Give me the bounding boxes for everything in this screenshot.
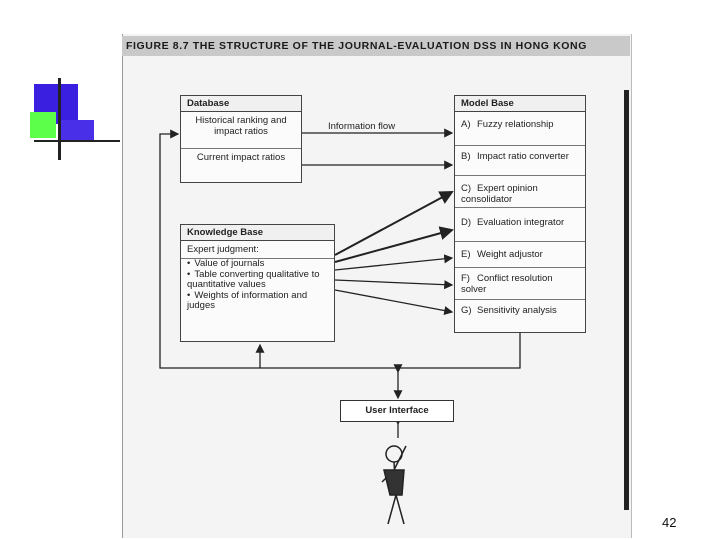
database-item-historical: Historical ranking and impact ratios xyxy=(181,112,301,149)
database-header: Database xyxy=(181,96,301,112)
model-base-box: Model Base A)Fuzzy relationship B)Impact… xyxy=(454,95,586,333)
model-item-c: C)Expert opinion consolidator xyxy=(455,180,585,208)
knowledge-base-subheader: Expert judgment: xyxy=(181,241,334,259)
model-item-d: D)Evaluation integrator xyxy=(455,214,585,242)
model-item-f: F)Conflict resolution solver xyxy=(455,270,585,300)
arrow-kb-to-f xyxy=(334,279,454,290)
kb-bullet: Value of journals xyxy=(187,258,334,270)
loop-to-database xyxy=(159,129,521,369)
database-box: Database Historical ranking and impact r… xyxy=(180,95,302,183)
model-base-header: Model Base xyxy=(455,96,585,112)
page-right-edge xyxy=(624,90,629,510)
kb-bullet: Weights of information and judges xyxy=(187,290,334,312)
user-interface-box: User Interface xyxy=(340,400,454,422)
slide-page-number: 42 xyxy=(662,515,677,530)
model-item-g: G)Sensitivity analysis xyxy=(461,305,557,316)
knowledge-base-header: Knowledge Base xyxy=(181,225,334,241)
user-figure xyxy=(381,445,407,525)
kb-bullet: Table converting qualitative to quantita… xyxy=(187,269,334,291)
arrow-kb-to-g xyxy=(334,289,454,316)
information-flow-label: Information flow xyxy=(328,121,396,132)
arrow-kb-to-d xyxy=(334,226,454,263)
knowledge-base-list: Value of journals Table converting quali… xyxy=(181,258,334,312)
corner-decoration xyxy=(30,84,94,142)
knowledge-base-box: Knowledge Base Expert judgment: Value of… xyxy=(180,224,335,342)
arrow-kb-to-c xyxy=(334,191,454,256)
corner-vline xyxy=(58,78,61,160)
model-item-a: A)Fuzzy relationship xyxy=(455,116,585,146)
arrow-kb-to-e xyxy=(334,254,454,271)
figure-title: FIGURE 8.7 The Structure of the Journal-… xyxy=(122,36,630,56)
database-item-current: Current impact ratios xyxy=(196,152,286,163)
model-item-e: E)Weight adjustor xyxy=(455,246,585,268)
corner-hline xyxy=(34,140,120,142)
model-item-b: B)Impact ratio converter xyxy=(455,148,585,176)
